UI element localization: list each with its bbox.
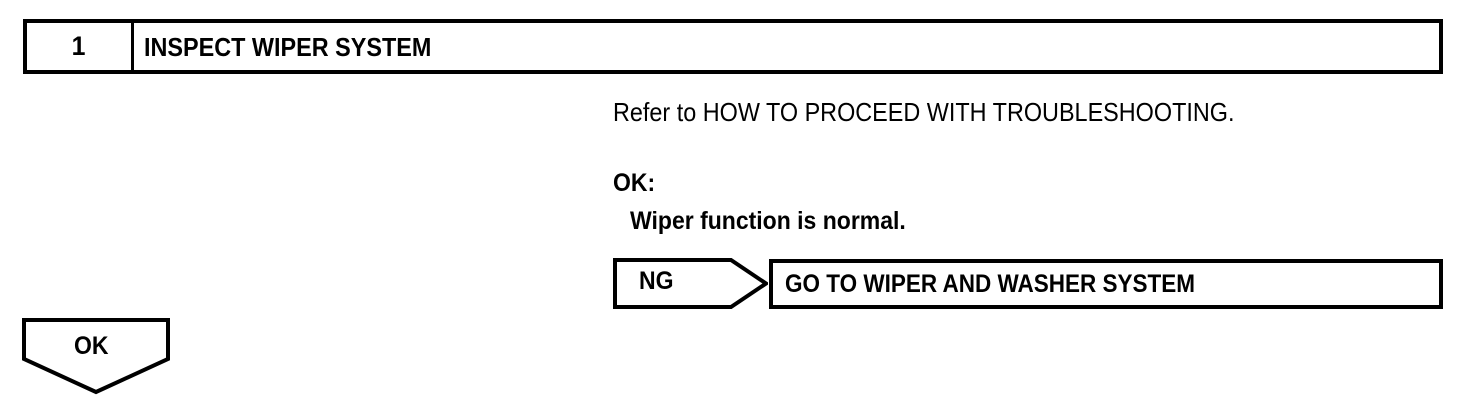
ng-target-box[interactable]: GO TO WIPER AND WASHER SYSTEM — [769, 259, 1443, 309]
ok-criterion-label: OK: — [613, 169, 656, 197]
refer-instruction-text: Refer to HOW TO PROCEED WITH TROUBLESHOO… — [613, 97, 1235, 127]
ok-branch-connector: OK — [22, 318, 170, 398]
step-number-cell: 1 — [27, 23, 134, 70]
ng-target-label: GO TO WIPER AND WASHER SYSTEM — [785, 269, 1196, 298]
ng-connector-label: NG — [639, 267, 674, 295]
step-number: 1 — [72, 31, 86, 61]
step-title: INSPECT WIPER SYSTEM — [144, 31, 432, 62]
step-header-bar: 1 INSPECT WIPER SYSTEM — [23, 19, 1443, 74]
ng-branch-connector: NG — [613, 258, 768, 309]
ok-connector-label: OK — [74, 332, 109, 360]
step-title-cell: INSPECT WIPER SYSTEM — [134, 23, 1439, 70]
arrow-down-pentagon-icon — [22, 318, 170, 395]
ok-criterion-detail: Wiper function is normal. — [630, 207, 906, 235]
arrow-right-pentagon-icon — [613, 258, 768, 309]
